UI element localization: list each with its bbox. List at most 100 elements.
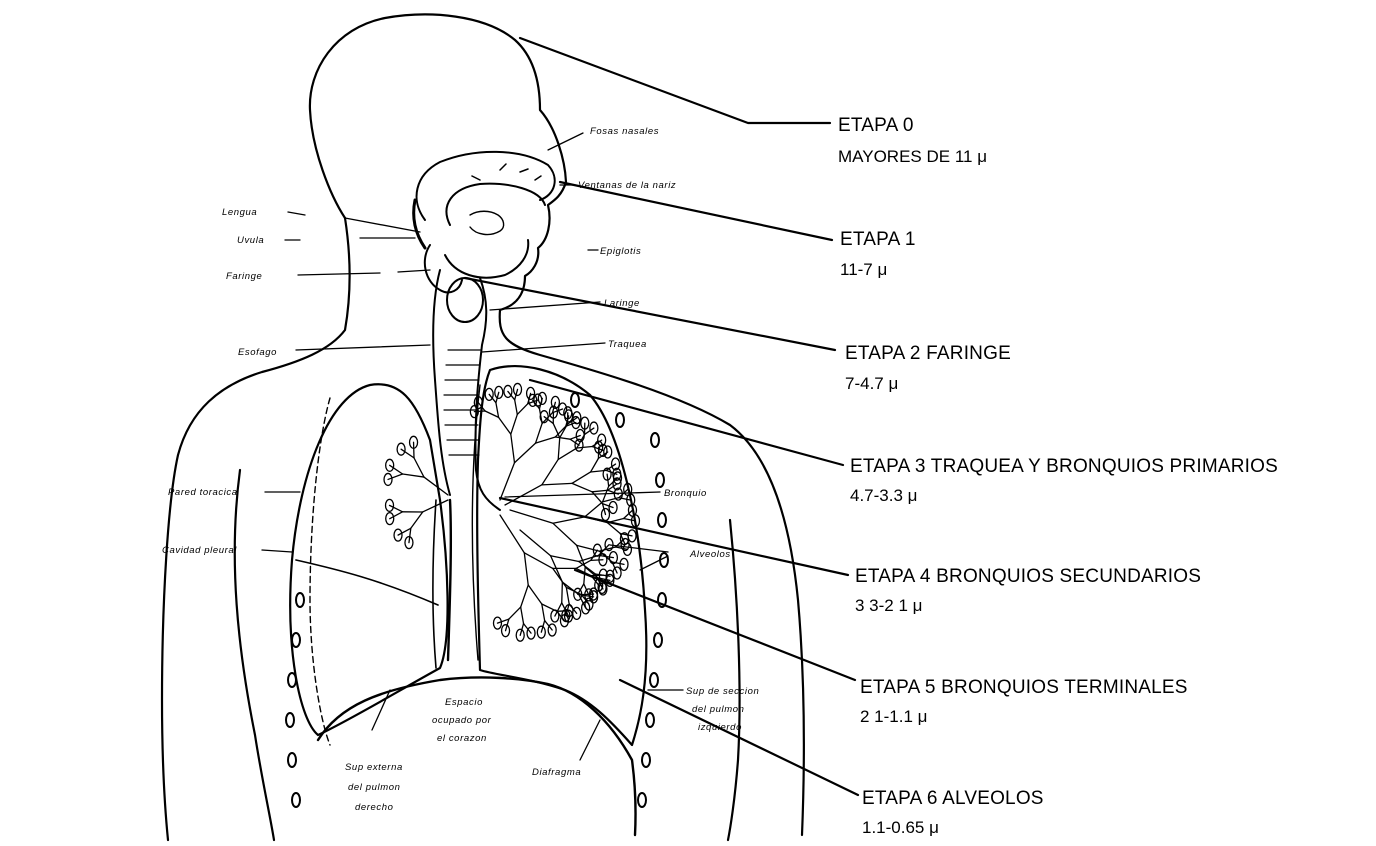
rib-section bbox=[656, 473, 664, 487]
label-sup-externa-1: Sup externa bbox=[345, 762, 403, 773]
stage-3-title: ETAPA 3 TRAQUEA Y BRONQUIOS PRIMARIOS bbox=[850, 456, 1278, 477]
bronchus-branch bbox=[585, 502, 603, 517]
bronchus-branch bbox=[514, 443, 535, 463]
bronchus-branch bbox=[409, 528, 411, 542]
bronchus-branch bbox=[515, 400, 518, 415]
bronchus-branch bbox=[521, 585, 529, 607]
bronchus-branch bbox=[496, 403, 499, 418]
label-epiglotis: Epiglotis bbox=[600, 246, 641, 257]
bronchus-branch bbox=[524, 553, 528, 585]
bronchus-branch bbox=[511, 434, 515, 463]
leader-stage-2 bbox=[465, 278, 835, 350]
bronchus-branch bbox=[485, 411, 498, 417]
bronchus-branch bbox=[517, 404, 527, 415]
bronchus-branch bbox=[581, 594, 593, 595]
label-esofago: Esofago bbox=[238, 347, 277, 358]
leader-stage-0 bbox=[520, 38, 830, 123]
bronchus-branch bbox=[558, 448, 577, 459]
bronchus-branch bbox=[403, 474, 424, 477]
label-sup-externa-2: del pulmon bbox=[348, 782, 400, 793]
bronchus-branch bbox=[536, 437, 556, 443]
anatomy-labels: Fosas nasales Ventanas de la nariz Lengu… bbox=[162, 126, 759, 813]
bronchus-branch bbox=[542, 459, 558, 484]
bronchus-branch bbox=[555, 437, 570, 439]
rib-section bbox=[288, 673, 296, 687]
bronchus-branch bbox=[528, 585, 542, 604]
stage-5-title: ETAPA 5 BRONQUIOS TERMINALES bbox=[860, 677, 1188, 698]
rib-section bbox=[638, 793, 646, 807]
label-sup-seccion-1: Sup de seccion bbox=[686, 686, 759, 697]
bronchus-branch bbox=[414, 458, 424, 477]
bronchus-branch bbox=[558, 438, 560, 460]
bronchus-branch bbox=[602, 504, 613, 508]
leader-stage-5 bbox=[575, 570, 855, 680]
label-leader-lines bbox=[262, 133, 683, 760]
stage-4-title: ETAPA 4 BRONQUIOS SECUNDARIOS bbox=[855, 566, 1201, 587]
bronchus-branch bbox=[592, 446, 603, 450]
bronchus-branch bbox=[592, 490, 608, 492]
bronchus-branch bbox=[500, 463, 514, 500]
stage-3-size: 4.7-3.3 μ bbox=[850, 486, 917, 505]
bronchus-branch bbox=[577, 446, 593, 448]
bronchus-branch bbox=[401, 449, 414, 458]
rib-section bbox=[292, 633, 300, 647]
label-sup-externa-3: derecho bbox=[355, 802, 394, 813]
stage-5-size: 2 1-1.1 μ bbox=[860, 707, 927, 726]
stage-4-size: 3 3-2 1 μ bbox=[855, 596, 922, 615]
stage-2-title: ETAPA 2 FARINGE bbox=[845, 343, 1011, 364]
bronchus-branch bbox=[524, 553, 552, 569]
bronchus-branch bbox=[542, 483, 572, 485]
stage-6-title: ETAPA 6 ALVEOLOS bbox=[862, 788, 1044, 809]
bronchus-branch bbox=[500, 515, 524, 553]
label-bronquio: Bronquio bbox=[664, 488, 707, 499]
label-pared-toracica: Pared toracica bbox=[168, 487, 238, 498]
label-faringe: Faringe bbox=[226, 271, 262, 282]
stage-1-size: 11-7 μ bbox=[840, 260, 887, 279]
bronchus-branch bbox=[390, 465, 403, 474]
bronchus-branch bbox=[553, 568, 567, 587]
bronchus-branch bbox=[551, 556, 579, 562]
bronchus-branch bbox=[591, 560, 603, 561]
label-cavidad-pleural: Cavidad pleural bbox=[162, 545, 237, 556]
bronchus-branch bbox=[505, 485, 542, 505]
label-traquea: Traquea bbox=[608, 339, 647, 350]
stage-labels: ETAPA 0 MAYORES DE 11 μ ETAPA 1 11-7 μ E… bbox=[838, 115, 1278, 837]
bronchus-branch bbox=[584, 567, 585, 584]
rib-section bbox=[658, 513, 666, 527]
label-espacio-2: ocupado por bbox=[432, 715, 492, 726]
label-lengua: Lengua bbox=[222, 207, 257, 218]
label-sup-seccion-2: del pulmon bbox=[692, 704, 744, 715]
bronchus-branch bbox=[562, 582, 563, 603]
bronchus-branch bbox=[497, 619, 508, 623]
stage-1-title: ETAPA 1 bbox=[840, 229, 916, 250]
bronchus-branch bbox=[566, 587, 569, 604]
rib-section bbox=[296, 593, 304, 607]
bronchus-branch bbox=[511, 414, 518, 434]
bronchus-branch bbox=[520, 530, 551, 556]
rib-section bbox=[571, 393, 579, 407]
bronchus-branch bbox=[553, 523, 577, 545]
head-airway bbox=[414, 152, 555, 293]
rib-section bbox=[288, 753, 296, 767]
bronchus-branch bbox=[509, 607, 521, 619]
stage-0-size: MAYORES DE 11 μ bbox=[838, 147, 987, 166]
label-espacio-3: el corazon bbox=[437, 733, 487, 744]
bronchus-branch bbox=[553, 517, 585, 523]
trachea bbox=[433, 270, 500, 660]
leader-stage-3 bbox=[530, 380, 843, 465]
stage-6-size: 1.1-0.65 μ bbox=[862, 818, 939, 837]
bronchus-branch bbox=[499, 417, 511, 434]
label-espacio-1: Espacio bbox=[445, 697, 483, 708]
bronchus-branch bbox=[577, 545, 600, 551]
label-diafragma: Diafragma bbox=[532, 767, 581, 778]
label-fosas-nasales: Fosas nasales bbox=[590, 126, 659, 137]
label-sup-seccion-3: izquierdo bbox=[698, 722, 742, 733]
right-lung bbox=[290, 384, 447, 745]
rib-section bbox=[616, 413, 624, 427]
bronchus-branch bbox=[510, 510, 553, 523]
leader-stage-4 bbox=[500, 498, 848, 575]
stage-2-size: 7-4.7 μ bbox=[845, 374, 898, 393]
bronchus-branch bbox=[572, 483, 592, 491]
bronchus-branch bbox=[411, 512, 423, 528]
